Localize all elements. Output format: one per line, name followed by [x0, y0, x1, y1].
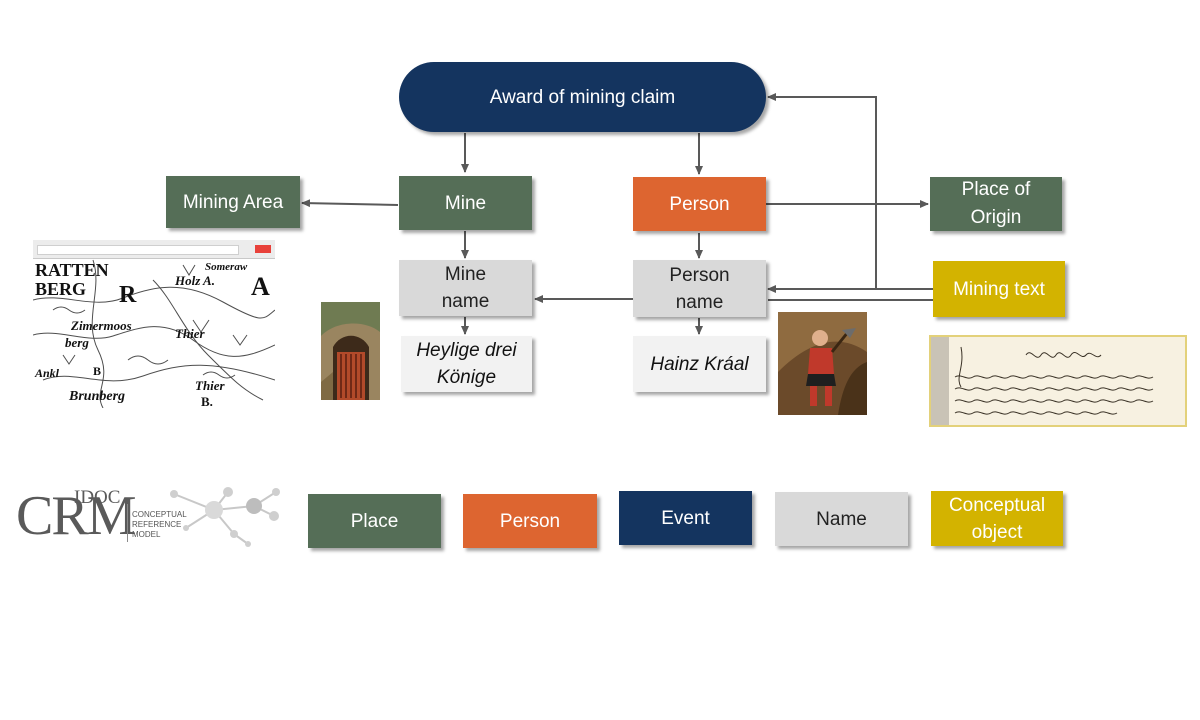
- award-label: Award of mining claim: [489, 86, 676, 108]
- mine-node: Mine: [399, 176, 532, 230]
- logo-divider: [127, 504, 128, 542]
- map-label-berg: BERG: [35, 279, 86, 299]
- mining-text-node: Mining text: [933, 261, 1065, 317]
- legend-concept-label-line1: Conceptual: [948, 494, 1046, 516]
- legend-event: Event: [619, 491, 752, 545]
- legend-place: Place: [308, 494, 441, 548]
- legend-person-label: Person: [499, 510, 561, 532]
- edge-mining-text-to-award: [767, 93, 877, 289]
- historic-map-image: RATTEN BERG R Someraw Holz A. A Zimermoo…: [33, 240, 275, 408]
- logo-line-model: MODEL: [132, 530, 161, 539]
- place-of-origin-label-line1: Place of: [961, 179, 1031, 200]
- award-of-mining-claim-node: Award of mining claim: [399, 62, 766, 132]
- map-label-brunberg: Brunberg: [68, 389, 125, 404]
- map-label-thier-1: Thier: [175, 326, 206, 341]
- map-label-r: R: [119, 282, 137, 308]
- map-label-a: A: [251, 272, 270, 301]
- logo-network-graphic: [170, 487, 280, 547]
- mine-name-value-node: Heylige drei Könige: [401, 336, 532, 392]
- person-name-node: Person name: [633, 260, 766, 317]
- mining-text-label: Mining text: [953, 278, 1045, 300]
- person-name-label-line1: Person: [669, 264, 730, 286]
- map-label-b-2: B: [93, 364, 101, 378]
- person-name-label-line2: name: [675, 291, 724, 313]
- mine-name-value-line2: Könige: [436, 367, 497, 388]
- map-label-b-1: B.: [201, 394, 213, 408]
- manuscript-image: [929, 335, 1187, 427]
- browser-address-bar: [37, 245, 239, 255]
- legend-conceptual-object: Conceptual object: [931, 491, 1063, 546]
- legend-event-label: Event: [661, 507, 710, 529]
- map-label-ratten: RATTEN: [35, 260, 109, 280]
- mine-name-label-line1: Mine: [444, 264, 487, 285]
- logo-idoc-text: IDOC: [74, 487, 121, 508]
- legend-concept-label-line2: object: [971, 521, 1023, 543]
- mining-area-node: Mining Area: [166, 176, 300, 228]
- map-label-thier-2: Thier: [195, 378, 226, 393]
- cidoc-crm-logo: CRM IDOC CONCEPTUAL REFERENCE MODEL: [14, 484, 284, 548]
- mine-entrance-image: [321, 302, 380, 400]
- map-label-berg-small: berg: [65, 335, 89, 350]
- legend-name-label: Name: [816, 508, 867, 530]
- legend-person: Person: [463, 494, 597, 548]
- mining-area-label: Mining Area: [182, 191, 284, 213]
- mine-name-value-line1: Heylige drei: [416, 340, 517, 361]
- legend-place-label: Place: [350, 510, 399, 532]
- browser-red-badge: [255, 245, 271, 253]
- person-node: Person: [633, 177, 766, 231]
- manuscript-drawing: [931, 337, 1154, 425]
- logo-line-reference: REFERENCE: [132, 520, 182, 529]
- mine-name-node: Mine name: [399, 260, 532, 316]
- map-label-ankl: Ankl: [34, 366, 60, 380]
- place-of-origin-node: Place of Origin: [930, 177, 1062, 231]
- person-name-value-node: Hainz Kráal: [633, 336, 766, 392]
- map-drawing: RATTEN BERG R Someraw Holz A. A Zimermoo…: [33, 259, 275, 408]
- place-of-origin-label-line2: Origin: [970, 207, 1022, 228]
- map-label-someraw: Someraw: [205, 261, 248, 273]
- map-label-holz: Holz A.: [174, 273, 215, 288]
- map-label-zimermoos: Zimermoos: [70, 318, 132, 333]
- legend-name: Name: [775, 492, 908, 546]
- mine-label: Mine: [444, 192, 487, 214]
- miner-image: [778, 312, 867, 415]
- person-name-value: Hainz Kráal: [650, 353, 749, 375]
- person-label: Person: [669, 193, 730, 215]
- miner-drawing: [778, 312, 867, 415]
- browser-bar-strip: [33, 240, 275, 259]
- logo-crm-text: CRM: [16, 485, 136, 547]
- mine-name-label-line2: name: [441, 291, 490, 312]
- edge-mine-to-mining-area: [301, 199, 399, 208]
- mine-entrance-drawing: [321, 302, 380, 400]
- logo-line-conceptual: CONCEPTUAL: [132, 510, 187, 519]
